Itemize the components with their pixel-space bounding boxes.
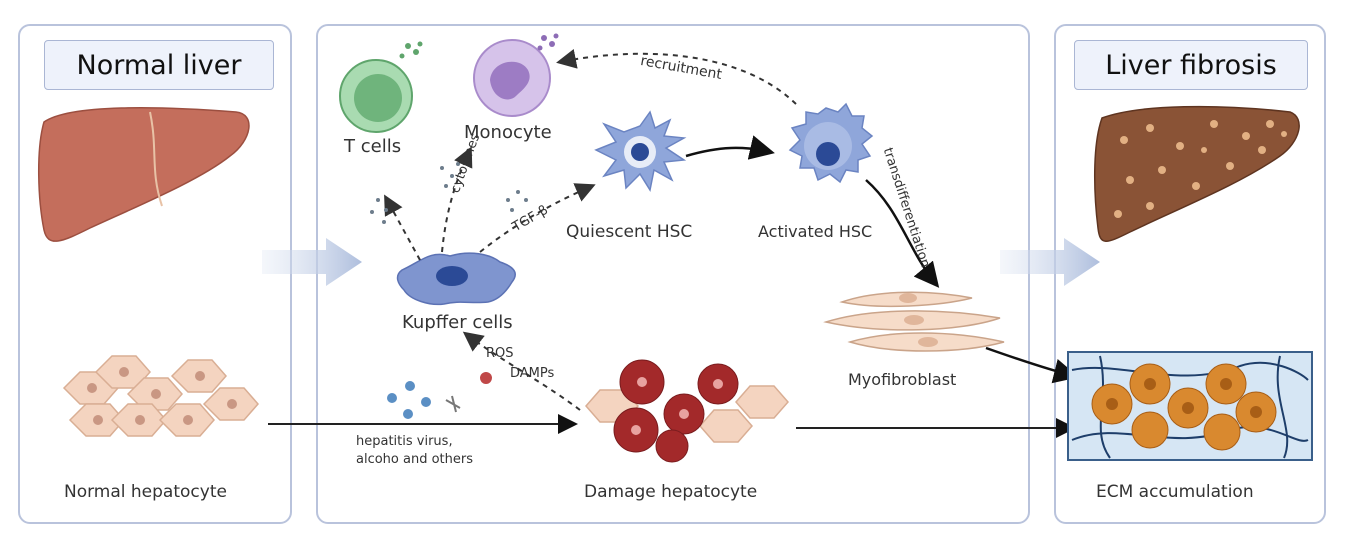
normal-liver-title: Normal liver (44, 40, 274, 90)
ecm-accumulation-image (1067, 351, 1313, 461)
ecm-accumulation-label: ECM accumulation (1096, 482, 1254, 502)
myofibroblast-label: Myofibroblast (848, 370, 957, 389)
normal-hepatocyte-label: Normal hepatocyte (64, 482, 227, 502)
damps-label: DAMPs (510, 366, 555, 381)
quiescent-hsc-label: Quiescent HSC (566, 222, 693, 242)
activated-hsc-cell (788, 102, 874, 184)
monocyte-cell (473, 39, 551, 117)
transition-arrow-left (262, 238, 362, 286)
normal-liver-image (37, 106, 250, 242)
monocyte-label: Monocyte (464, 122, 552, 143)
t-cell (339, 59, 413, 133)
transition-arrow-right (1000, 238, 1100, 286)
kupffer-cell (396, 252, 516, 306)
kupffer-cells-label: Kupffer cells (402, 312, 513, 333)
quiescent-hsc-cell (594, 110, 687, 192)
ros-icon (480, 372, 492, 384)
damage-hepatocyte-label: Damage hepatocyte (584, 482, 758, 502)
ros-label: ROS (486, 346, 514, 361)
activated-hsc-label: Activated HSC (758, 222, 873, 241)
liver-fibrosis-title: Liver fibrosis (1074, 40, 1308, 90)
hepatitis-label-line1: hepatitis virus, (356, 434, 453, 449)
hepatitis-label-line2: alcoho and others (356, 452, 473, 467)
fibrotic-liver-image (1093, 105, 1300, 242)
t-cells-label: T cells (344, 136, 402, 157)
normal-hepatocyte-cluster (62, 355, 259, 437)
damaged-hepatocyte-cluster (585, 359, 789, 463)
virus-icons (387, 381, 461, 419)
